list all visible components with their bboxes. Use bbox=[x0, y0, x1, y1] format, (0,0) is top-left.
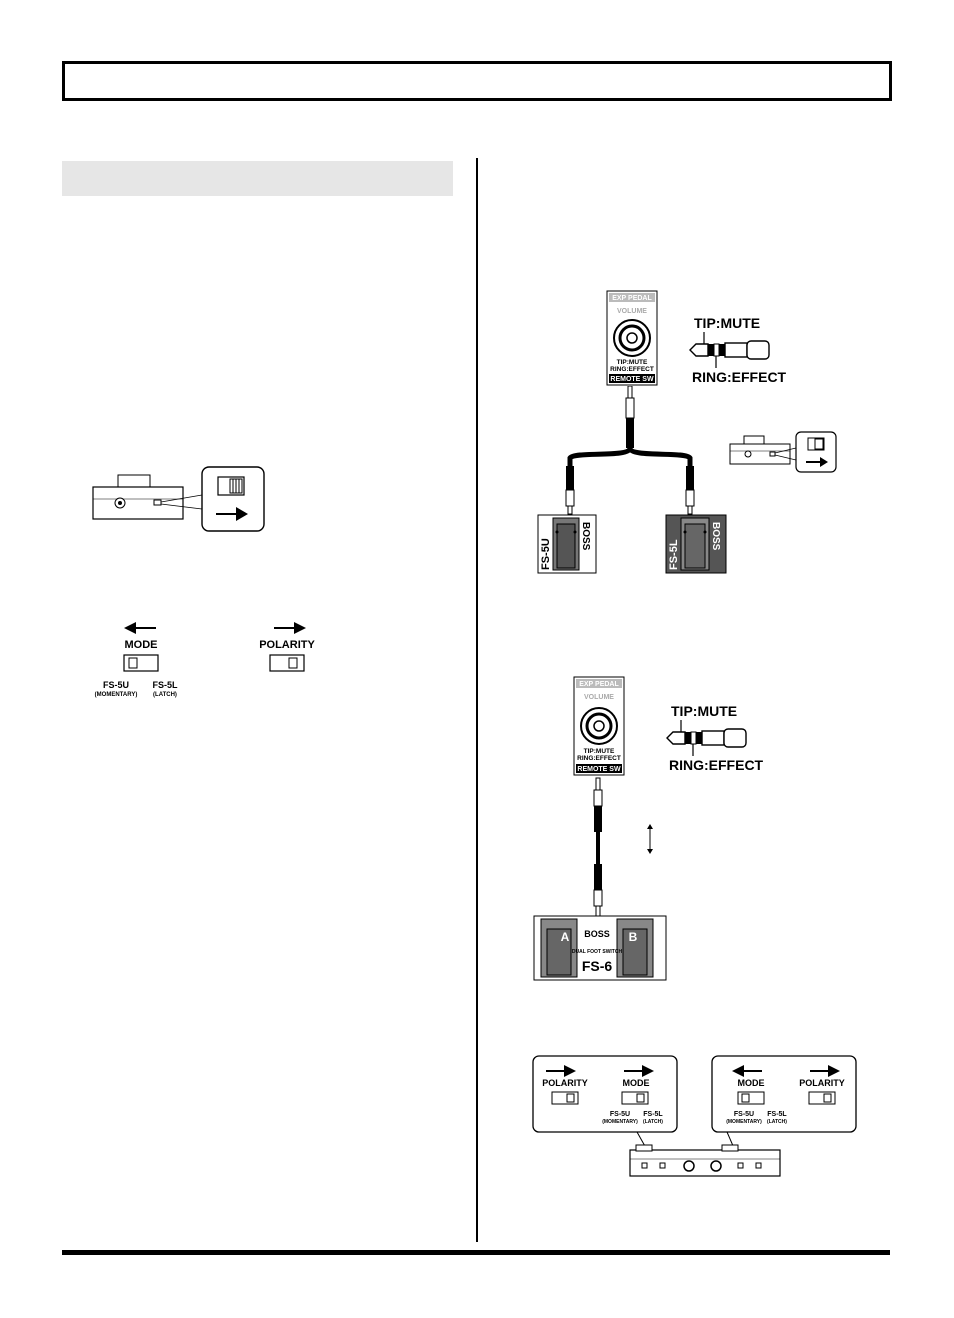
bottom-mode-label-a: MODE bbox=[623, 1078, 650, 1088]
remote-sw-label-2: REMOTE SW bbox=[577, 766, 621, 773]
bottom-momentary-b: (MOMENTARY) bbox=[726, 1119, 762, 1125]
fs5u-pedal-label: FS-5U bbox=[540, 538, 552, 570]
tip-mute-label: TIP:MUTE bbox=[694, 315, 760, 331]
fs6-name-label: DUAL FOOT SWITCH bbox=[572, 949, 623, 955]
ring-effect-small-label: RING:EFFECT bbox=[610, 366, 654, 373]
bottom-fs5l-a: FS-5L bbox=[643, 1111, 663, 1118]
volume-label-2: VOLUME bbox=[584, 694, 614, 701]
column-divider bbox=[476, 158, 478, 1242]
tip-mute-small-label-2: TIP:MUTE bbox=[584, 748, 615, 755]
switch-side-view-small bbox=[729, 431, 837, 473]
header-box bbox=[62, 61, 892, 101]
bottom-polarity-label-a: POLARITY bbox=[542, 1078, 588, 1088]
momentary-label: (MOMENTARY) bbox=[95, 692, 138, 698]
fs6-brand-label: BOSS bbox=[584, 929, 610, 939]
exp-pedal-label: EXP PEDAL bbox=[612, 295, 652, 302]
fs6-b-label: B bbox=[629, 930, 638, 944]
exp-pedal-jack-panel-top: EXP PEDAL VOLUME TIP:MUTE RING:EFFECT RE… bbox=[606, 290, 658, 386]
mode-polarity-switch-diagram: MODE FS-5U (MOMENTARY) FS-5L (LATCH) POL… bbox=[95, 622, 315, 698]
bottom-momentary-a: (MOMENTARY) bbox=[602, 1119, 638, 1125]
bottom-polarity-label-b: POLARITY bbox=[799, 1078, 845, 1088]
fs6-switch-settings-diagram: POLARITY MODE FS-5U (MOMENTARY) FS-5L (L… bbox=[532, 1055, 857, 1177]
tip-mute-small-label: TIP:MUTE bbox=[617, 359, 648, 366]
arrow-left-icon bbox=[732, 1065, 762, 1077]
exp-pedal-jack-panel-bottom: EXP PEDAL VOLUME TIP:MUTE RING:EFFECT RE… bbox=[573, 676, 625, 776]
arrow-right-icon bbox=[274, 622, 306, 634]
fs5l-pedal-label: FS-5L bbox=[668, 539, 680, 570]
polarity-label: POLARITY bbox=[259, 639, 315, 651]
arrow-right-icon bbox=[810, 1065, 840, 1077]
stereo-plug-illustration-bottom: TIP:MUTE RING:EFFECT bbox=[666, 703, 764, 773]
fs6-model-label: FS-6 bbox=[582, 958, 613, 974]
section-heading-bar bbox=[62, 161, 453, 196]
arrow-left-icon bbox=[124, 622, 156, 634]
volume-label: VOLUME bbox=[617, 308, 647, 315]
bottom-fs5u-a: FS-5U bbox=[610, 1111, 630, 1118]
ring-effect-label-2: RING:EFFECT bbox=[669, 757, 764, 773]
footer-rule bbox=[62, 1250, 890, 1255]
fs5l-label: FS-5L bbox=[152, 680, 178, 690]
bottom-latch-a: (LATCH) bbox=[643, 1119, 663, 1125]
arrow-right-icon bbox=[546, 1065, 576, 1077]
fs6-dual-footswitch: A B BOSS DUAL FOOT SWITCH FS-6 bbox=[533, 915, 667, 981]
ring-effect-small-label-2: RING:EFFECT bbox=[577, 755, 621, 762]
y-cable-illustration bbox=[565, 386, 695, 515]
fs5l-brand-label: BOSS bbox=[710, 522, 721, 551]
fs5l-pedal: FS-5L BOSS bbox=[665, 514, 727, 574]
fs5u-brand-label: BOSS bbox=[580, 522, 591, 551]
bottom-latch-b: (LATCH) bbox=[767, 1119, 787, 1125]
fs6-a-label: A bbox=[561, 930, 570, 944]
tip-mute-label-2: TIP:MUTE bbox=[671, 703, 737, 719]
stereo-plug-illustration-top: TIP:MUTE RING:EFFECT bbox=[689, 315, 787, 385]
straight-cable-illustration bbox=[593, 777, 653, 921]
remote-sw-label: REMOTE SW bbox=[610, 376, 654, 383]
bottom-fs5u-b: FS-5U bbox=[734, 1111, 754, 1118]
switch-side-view-illustration bbox=[92, 466, 265, 532]
ring-effect-label: RING:EFFECT bbox=[692, 369, 787, 385]
bottom-fs5l-b: FS-5L bbox=[767, 1111, 787, 1118]
exp-pedal-label-2: EXP PEDAL bbox=[579, 681, 619, 688]
fs5u-label: FS-5U bbox=[103, 680, 129, 690]
mode-label: MODE bbox=[125, 639, 158, 651]
arrow-right-icon bbox=[624, 1065, 654, 1077]
bottom-mode-label-b: MODE bbox=[738, 1078, 765, 1088]
latch-label: (LATCH) bbox=[153, 692, 177, 698]
fs5u-pedal: FS-5U BOSS bbox=[537, 514, 597, 574]
